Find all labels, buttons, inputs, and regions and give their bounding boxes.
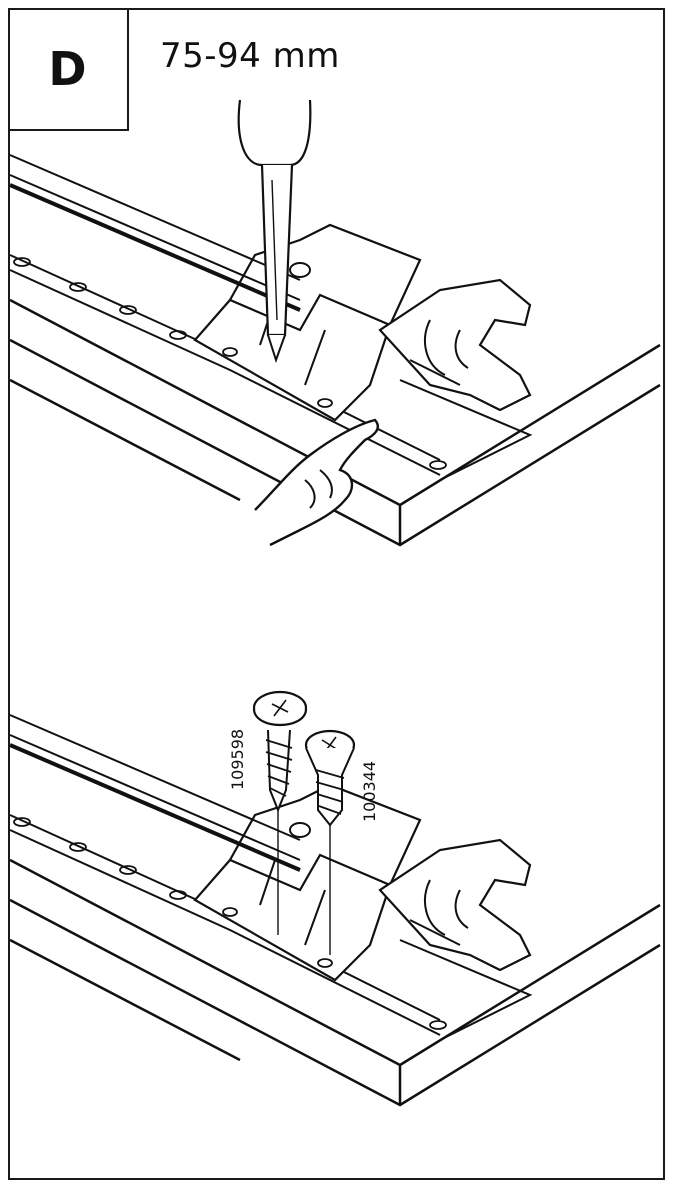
screwdriver-icon — [237, 99, 312, 364]
screw-109598-icon — [252, 690, 308, 935]
screw-100344-icon — [304, 729, 356, 955]
bottom-panel — [8, 690, 662, 1107]
step-label-box: D — [8, 8, 129, 131]
part-number-100344: 100344 — [360, 761, 379, 822]
measurement-label: 75-94 mm — [160, 36, 340, 76]
instruction-frame — [8, 8, 665, 1180]
hand-icon — [254, 418, 379, 547]
part-number-109598: 109598 — [228, 729, 247, 790]
step-letter: D — [48, 41, 87, 96]
top-panel — [8, 99, 662, 547]
